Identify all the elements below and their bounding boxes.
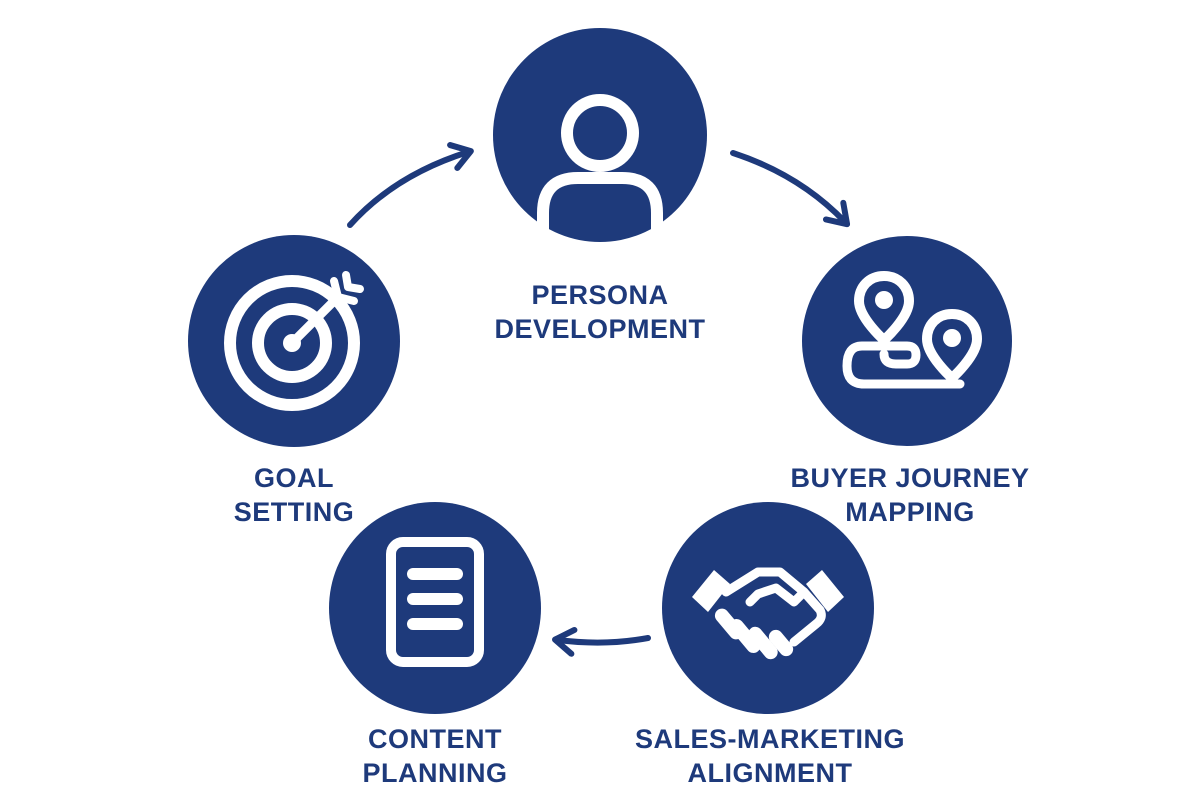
goal-label-line1: GOAL bbox=[254, 463, 334, 493]
alignment-label-line1: SALES-MARKETING bbox=[635, 724, 905, 754]
target-icon bbox=[224, 271, 364, 411]
journey-label-line2: MAPPING bbox=[845, 497, 975, 527]
goal-circle bbox=[188, 235, 400, 447]
goal-label-line2: SETTING bbox=[233, 497, 355, 527]
document-icon bbox=[386, 537, 484, 667]
alignment-label-line2: ALIGNMENT bbox=[687, 758, 853, 788]
arrow-persona-to-journey bbox=[730, 150, 851, 228]
arrow-goal-to-persona bbox=[347, 142, 474, 228]
journey-circle bbox=[802, 236, 1012, 446]
alignment-circle bbox=[662, 502, 874, 714]
journey-label-line1: BUYER JOURNEY bbox=[790, 463, 1030, 493]
persona-circle bbox=[493, 28, 707, 242]
content-circle bbox=[329, 502, 541, 714]
content-label-line2: PLANNING bbox=[362, 758, 508, 788]
map-route-icon bbox=[842, 271, 982, 389]
person-icon bbox=[537, 94, 663, 242]
persona-label-line1: PERSONA bbox=[531, 280, 669, 310]
handshake-icon bbox=[692, 567, 844, 660]
content-label-line1: CONTENT bbox=[368, 724, 502, 754]
persona-label-line2: DEVELOPMENT bbox=[494, 314, 706, 344]
arrow-alignment-to-content bbox=[552, 626, 651, 657]
